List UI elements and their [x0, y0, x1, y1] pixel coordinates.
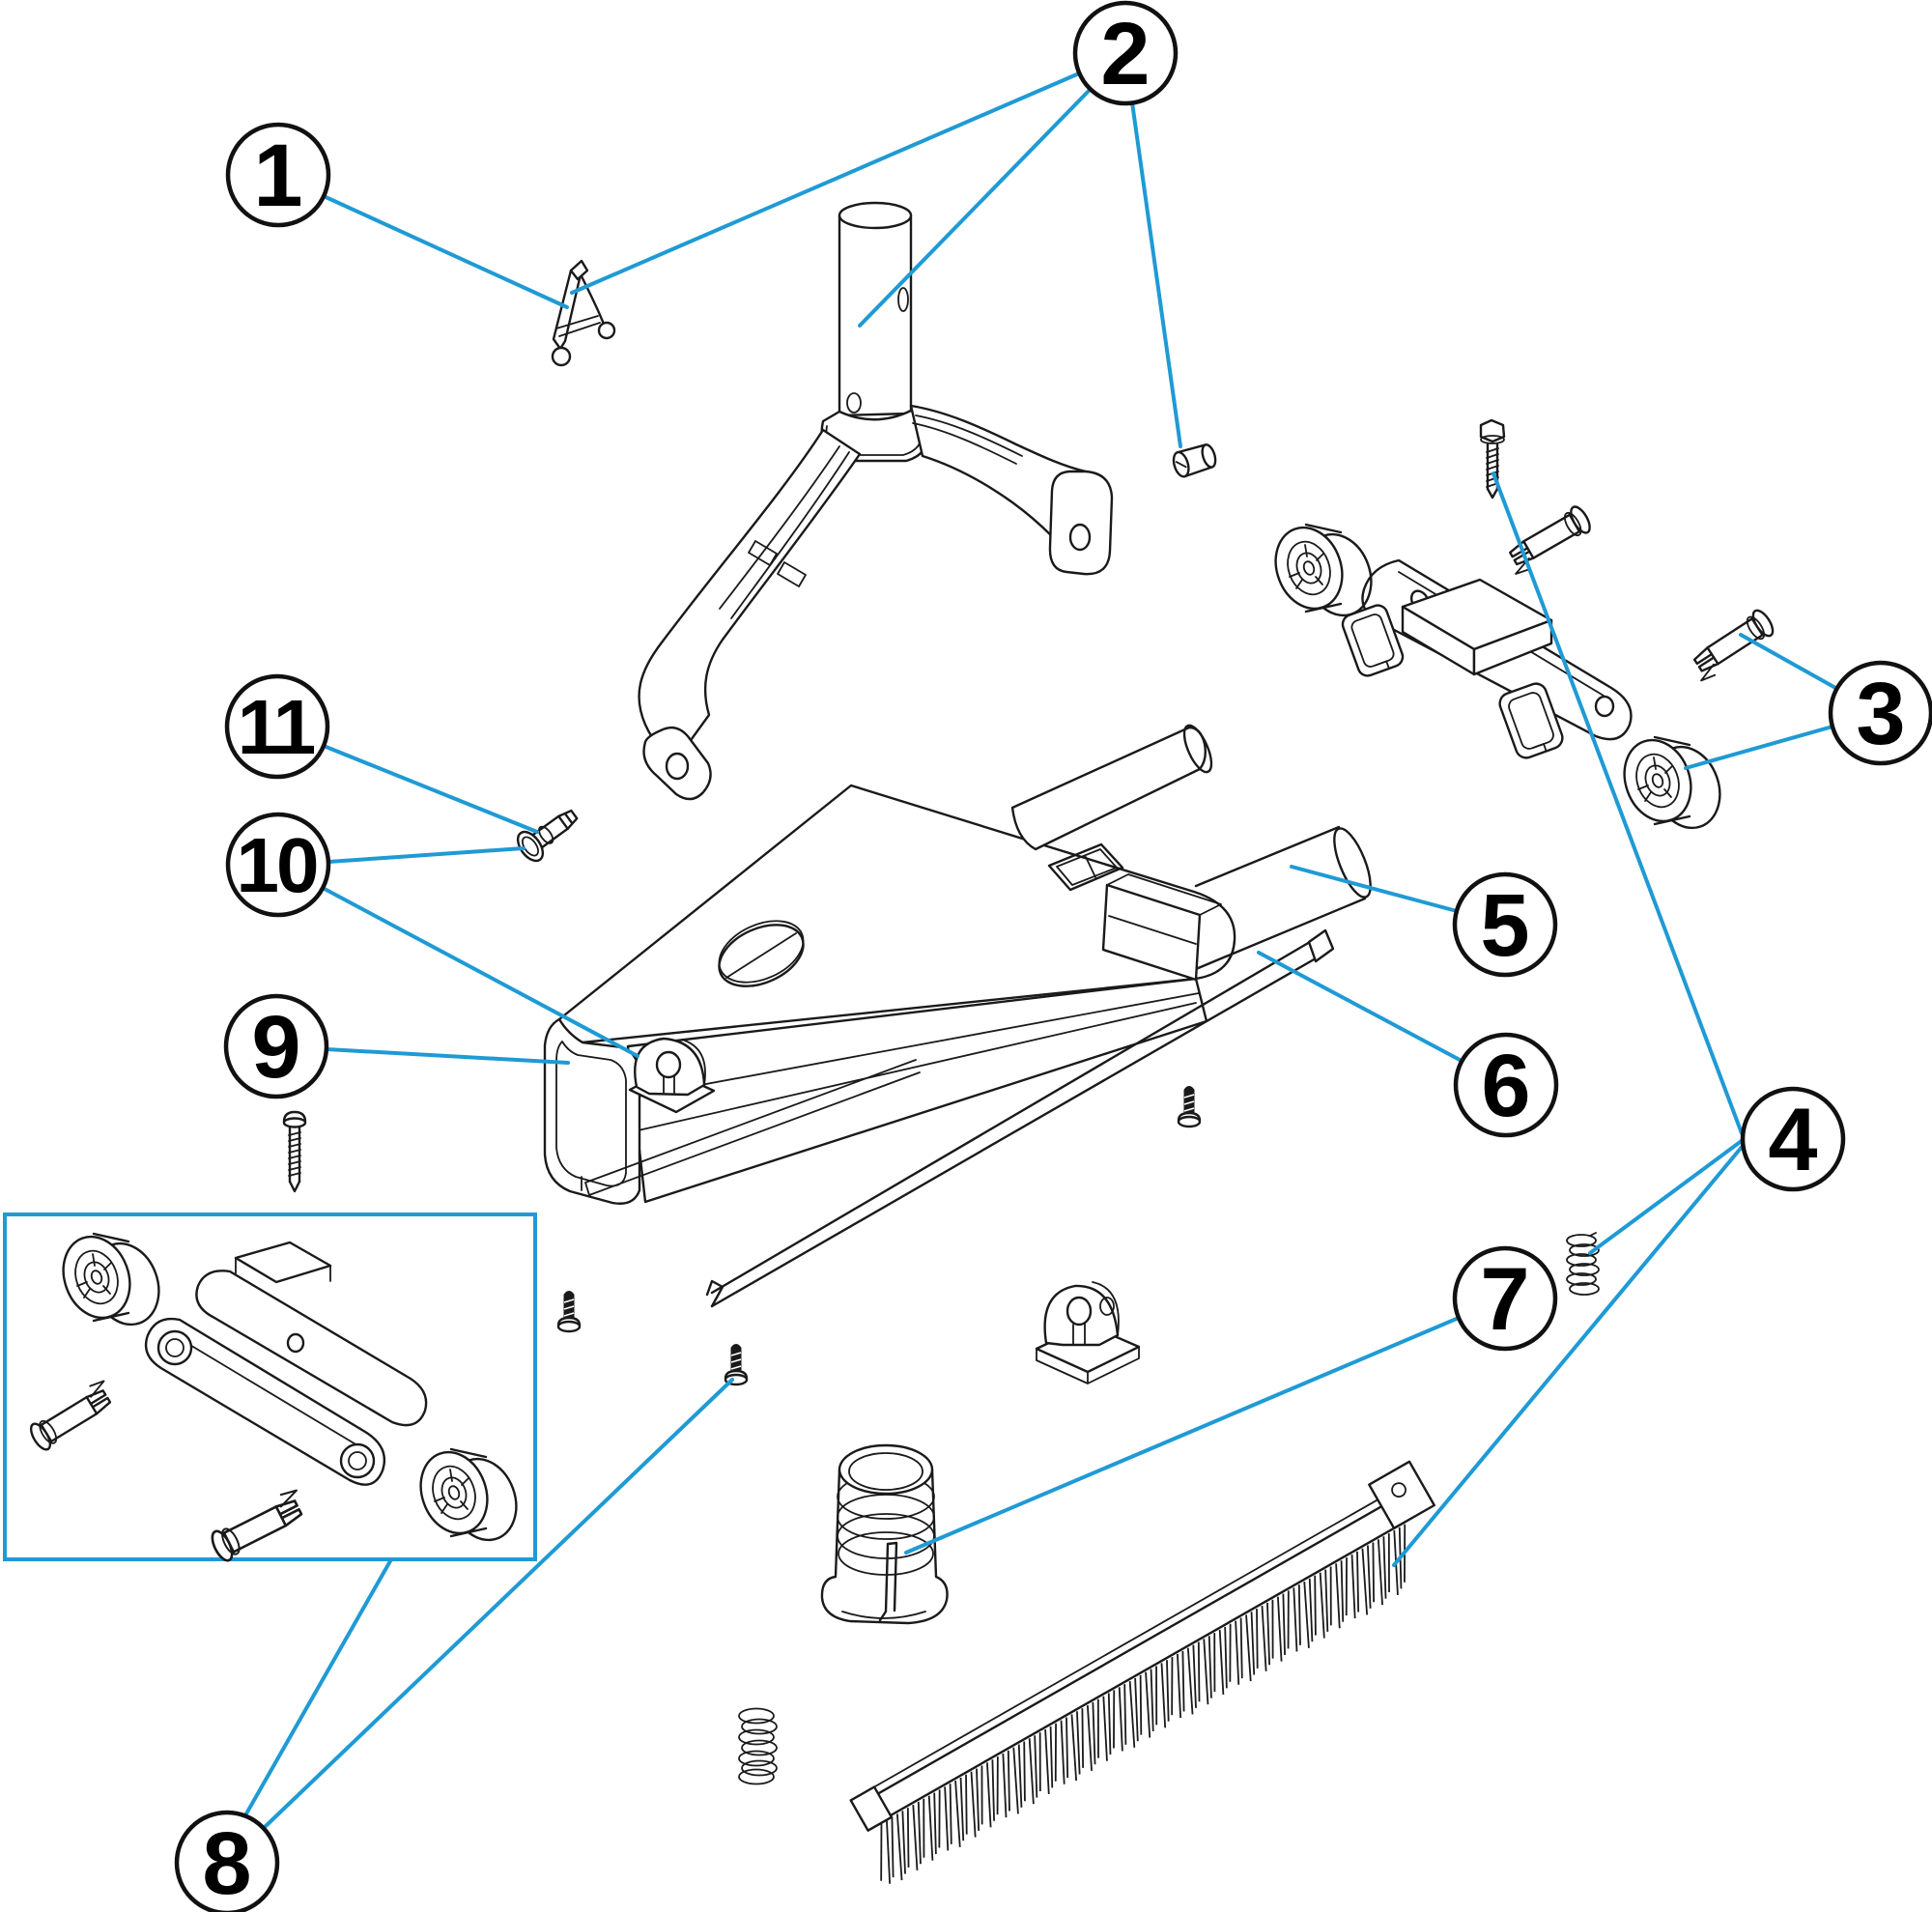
leader-4b	[1588, 1138, 1745, 1255]
svg-text:9: 9	[251, 998, 300, 1097]
svg-text:2: 2	[1100, 5, 1150, 103]
callout-8: 8	[174, 1810, 280, 1912]
leader-2a	[570, 71, 1081, 295]
svg-text:5: 5	[1480, 876, 1529, 975]
part-group-8	[3, 1213, 537, 1561]
wheel-right-lower	[1612, 729, 1732, 839]
leader-10b	[321, 886, 639, 1058]
svg-text:6: 6	[1481, 1037, 1530, 1135]
leader-10a	[327, 846, 526, 864]
leader-9	[325, 1047, 570, 1065]
leader-2c	[1130, 100, 1182, 448]
spring-upper	[1566, 1232, 1600, 1296]
callout-3: 3	[1828, 660, 1932, 766]
group-8-box	[3, 1213, 537, 1561]
leader-3a	[1739, 633, 1839, 691]
svg-text:7: 7	[1480, 1250, 1529, 1349]
svg-text:11: 11	[238, 684, 315, 770]
part-lock-fastener	[1172, 443, 1217, 478]
hinge-bracket-rear	[1035, 1281, 1141, 1384]
callout-10: 10	[225, 812, 331, 918]
callout-6: 6	[1453, 1032, 1559, 1138]
screw-small-left	[556, 1290, 582, 1333]
screw-small-right	[1177, 1085, 1202, 1128]
part-handle-clip	[551, 259, 616, 367]
callout-9: 9	[223, 993, 329, 1099]
svg-text:8: 8	[202, 1814, 251, 1912]
leader-lines	[243, 71, 1839, 1830]
leader-11	[322, 744, 539, 834]
svg-text:3: 3	[1856, 665, 1905, 763]
callout-1: 1	[225, 122, 331, 228]
axle-pin-right-upper	[1499, 502, 1597, 578]
leader-8a	[243, 1557, 393, 1817]
part-scraper-rail	[584, 928, 1335, 1308]
part-body	[543, 784, 1236, 1205]
body-socket-block	[1101, 873, 1222, 982]
leader-3b	[1684, 725, 1834, 770]
part-hose-adapter	[820, 1443, 949, 1625]
part-push-rivet	[516, 809, 579, 863]
part-brush	[849, 1460, 1435, 1884]
wheel-box-upper	[51, 1226, 171, 1335]
wheel-box-lower	[409, 1441, 528, 1551]
part-wheel-carrier-right	[1341, 558, 1633, 759]
svg-text:1: 1	[253, 127, 302, 225]
leader-5	[1290, 865, 1459, 913]
part-tube-lower	[1194, 825, 1372, 971]
axle-pin-right-lower	[1684, 606, 1779, 685]
leader-8b	[262, 1378, 734, 1830]
hinge-bracket-front	[628, 1037, 716, 1114]
leader-4c	[1392, 1144, 1745, 1567]
svg-text:4: 4	[1768, 1091, 1817, 1189]
screw-small-center	[724, 1343, 749, 1386]
screw-left	[282, 1110, 307, 1193]
callout-4: 4	[1740, 1086, 1846, 1192]
spring-lower	[738, 1707, 778, 1785]
screw-top-right	[1479, 418, 1506, 499]
callout-7: 7	[1452, 1245, 1558, 1352]
leader-7	[904, 1316, 1461, 1555]
leader-6	[1257, 951, 1463, 1063]
axle-pin-box-left	[24, 1377, 121, 1454]
axle-pin-box-lower	[205, 1486, 313, 1565]
part-handle-fork	[638, 201, 1114, 801]
svg-text:10: 10	[237, 822, 317, 908]
callout-5: 5	[1452, 871, 1558, 978]
leader-1	[322, 194, 569, 309]
leader-2b	[858, 87, 1093, 328]
callout-2: 2	[1072, 0, 1179, 106]
callout-11: 11	[224, 673, 330, 780]
part-tube-upper	[1010, 724, 1213, 851]
leader-4a	[1492, 471, 1744, 1135]
